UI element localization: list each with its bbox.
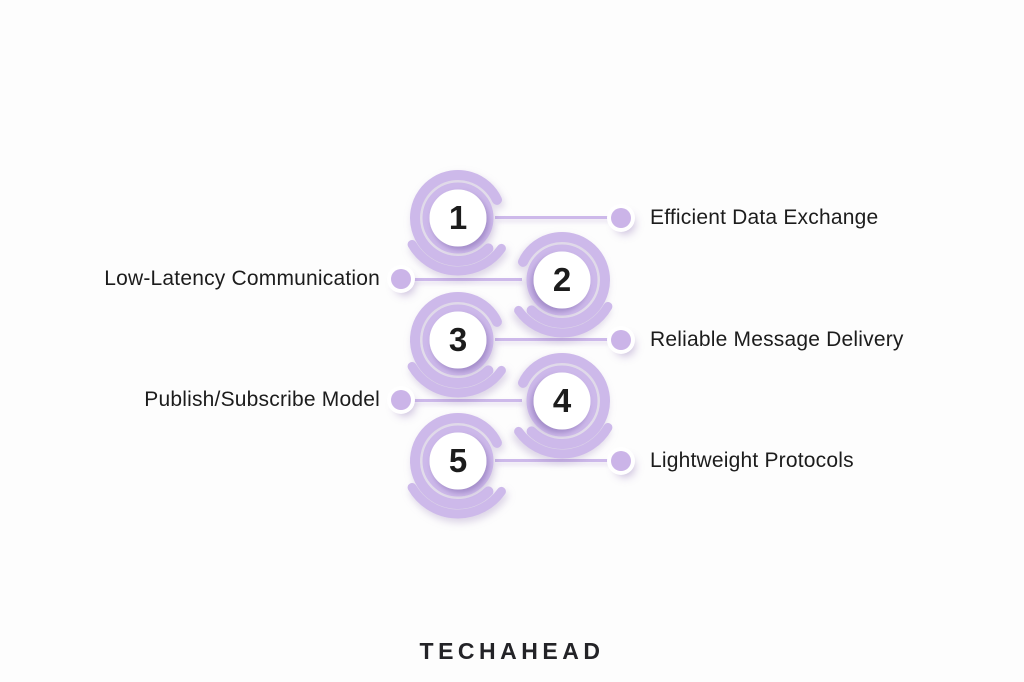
step-label-efficient-data-exchange: Efficient Data Exchange (650, 206, 879, 229)
step-number: 4 (552, 382, 572, 419)
step-label-low-latency-communication: Low-Latency Communication (104, 267, 380, 290)
step-node-4: 4 (487, 326, 637, 476)
connector-dot-3 (611, 330, 631, 350)
step-label-lightweight-protocols: Lightweight Protocols (650, 449, 854, 472)
connector-line-4 (401, 399, 522, 402)
connector-line-1 (495, 216, 621, 219)
connector-dot-5 (611, 451, 631, 471)
connector-line-3 (495, 338, 621, 341)
step-number: 2 (552, 261, 572, 298)
step-node-2: 2 (487, 205, 637, 355)
step-label-publish-subscribe-model: Publish/Subscribe Model (144, 388, 380, 411)
connector-dot-4 (391, 390, 411, 410)
step-node-1: 1 (383, 143, 533, 293)
connector-line-5 (495, 459, 621, 462)
connector-line-2 (401, 278, 522, 281)
connector-dot-2 (391, 269, 411, 289)
step-number: 5 (448, 442, 468, 479)
step-number: 1 (448, 199, 468, 236)
step-label-reliable-message-delivery: Reliable Message Delivery (650, 328, 904, 351)
brand-logo: TECHAHEAD (419, 638, 605, 664)
step-number: 3 (448, 321, 468, 358)
connector-dot-1 (611, 208, 631, 228)
step-node-5: 5 (383, 386, 533, 536)
step-node-3: 3 (383, 265, 533, 415)
